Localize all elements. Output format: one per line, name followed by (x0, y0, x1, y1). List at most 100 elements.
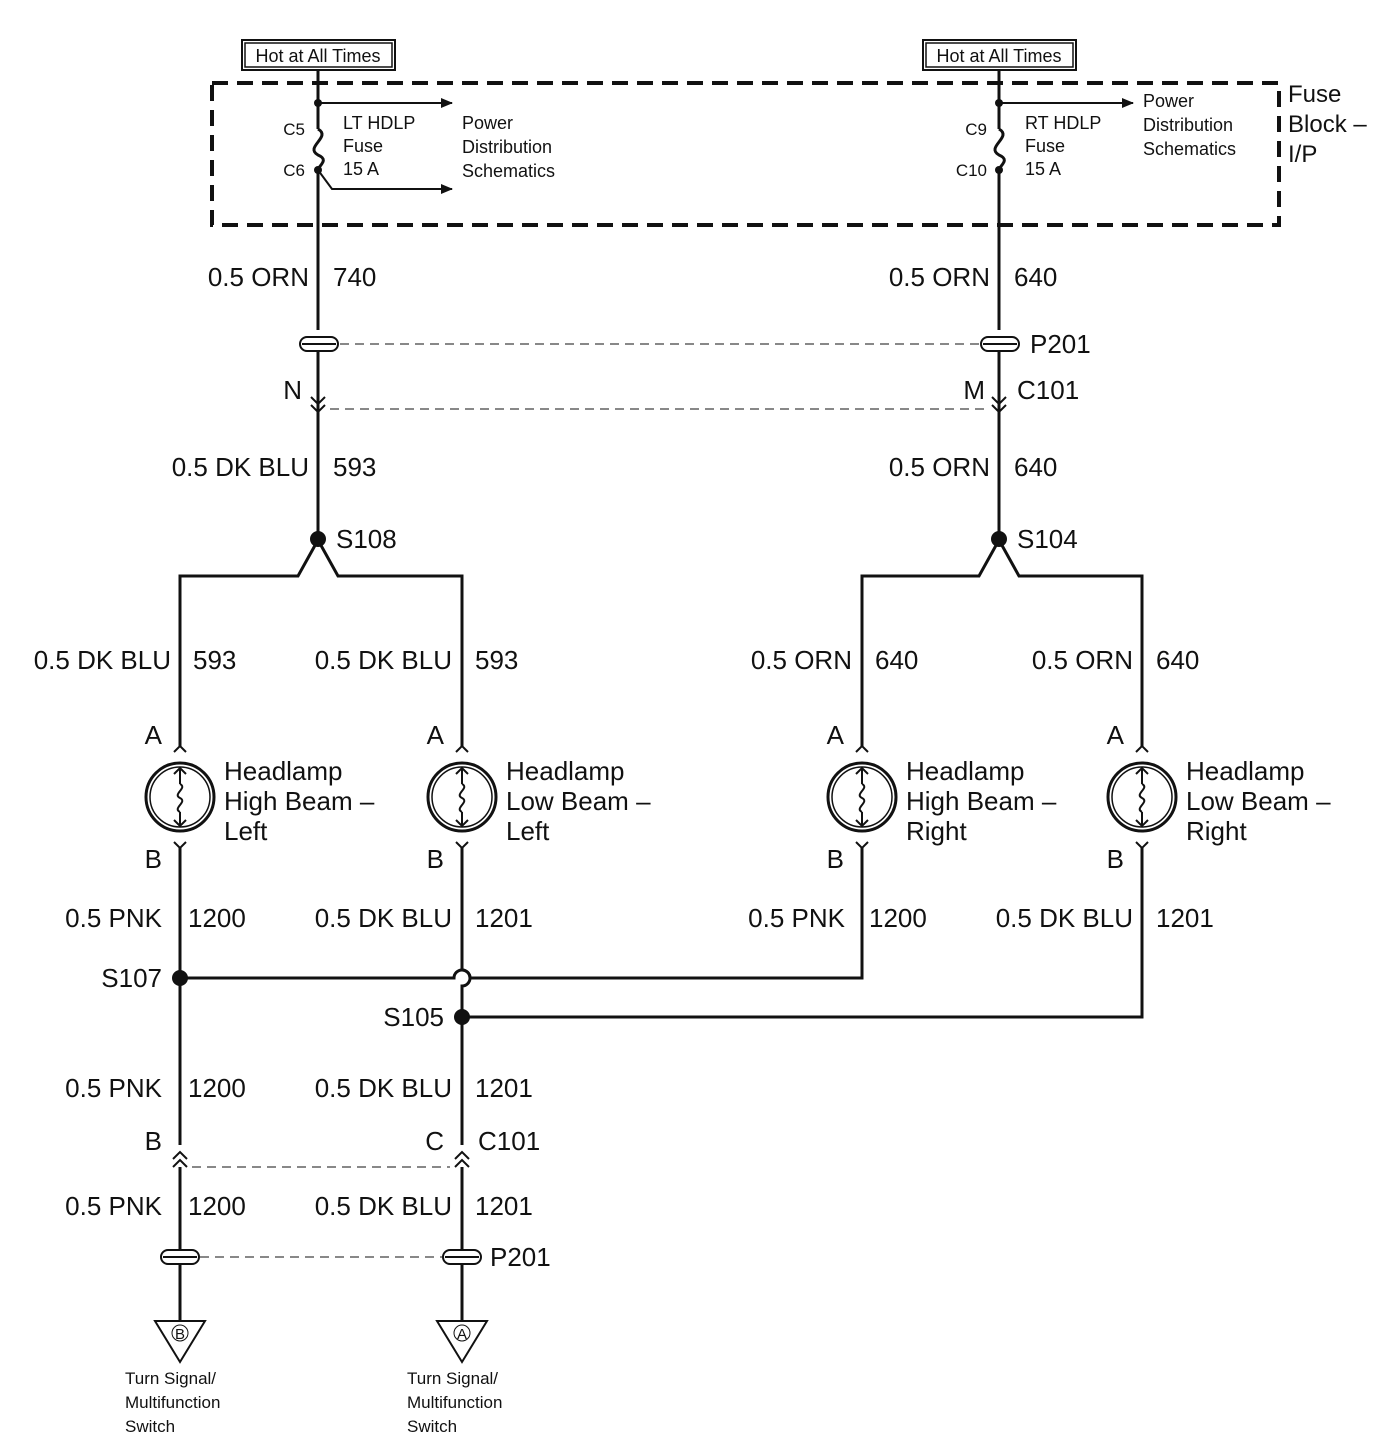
lamp-lb-left-pin-b: B (427, 844, 444, 874)
splice-s105-label: S105 (383, 1002, 444, 1032)
p201-bottom-connector: P201 (160, 1242, 551, 1272)
right-fuse-rating: 15 A (1025, 159, 1061, 179)
headlamp-low-beam-right: A B Headlamp Low Beam – Right (1106, 720, 1331, 874)
splice-s105: S105 (383, 1002, 470, 1032)
power-dist-left-l1: Power (462, 113, 513, 133)
lamp-hb-right-pin-a: A (827, 720, 845, 750)
c101-bottom-label: C101 (478, 1126, 540, 1156)
power-dist-left-l2: Distribution (462, 137, 552, 157)
pnk-mid-gauge: 0.5 PNK (65, 1073, 162, 1103)
lamp-lb-right-pin-b: B (1107, 844, 1124, 874)
hb-right-a-gauge: 0.5 ORN (751, 645, 852, 675)
left-fuse-rating: 15 A (343, 159, 379, 179)
c101-top-pin-n: N (283, 375, 302, 405)
left-fuse-name2: Fuse (343, 136, 383, 156)
switch-ref-a-l3: Switch (407, 1417, 457, 1436)
lb-left-a-gauge: 0.5 DK BLU (315, 645, 452, 675)
lamp-hb-left-label1: Headlamp (224, 756, 343, 786)
lamp-lb-left-pin-a: A (427, 720, 445, 750)
wire-640b-gauge: 0.5 ORN (889, 452, 990, 482)
hb-left-a-circuit: 593 (193, 645, 236, 675)
left-hdlp-fuse: C5 C6 LT HDLP Fuse 15 A Power Distributi… (283, 70, 555, 330)
power-dist-right-l3: Schematics (1143, 139, 1236, 159)
hb-left-a-gauge: 0.5 DK BLU (34, 645, 171, 675)
wire-593-circuit: 593 (333, 452, 376, 482)
c101-top-connector: N M C101 (283, 375, 1079, 414)
fuse-block-label-line2: Block – (1288, 111, 1367, 138)
lamp-hb-left-label3: Left (224, 816, 268, 846)
lamp-hb-right-label3: Right (906, 816, 967, 846)
pnk-low-circuit: 1200 (188, 1191, 246, 1221)
wire-640-gauge: 0.5 ORN (889, 262, 990, 292)
left-fuse-name: LT HDLP (343, 113, 415, 133)
lb-right-a-gauge: 0.5 ORN (1032, 645, 1133, 675)
switch-ref-b: B Turn Signal/ Multifunction Switch (125, 1320, 220, 1436)
hb-right-a-circuit: 640 (875, 645, 918, 675)
switch-ref-a: A Turn Signal/ Multifunction Switch (407, 1320, 502, 1436)
lamp-hb-left-label2: High Beam – (224, 786, 375, 816)
lamp-hb-left-pin-b: B (145, 844, 162, 874)
right-fuse-name: RT HDLP (1025, 113, 1101, 133)
lamp-hb-left-pin-a: A (145, 720, 163, 750)
blu-mid-circuit: 1201 (475, 1073, 533, 1103)
wire-640-circuit: 640 (1014, 262, 1057, 292)
lamp-lb-left-label2: Low Beam – (506, 786, 651, 816)
fuse-block-label-line1: Fuse (1288, 81, 1341, 108)
p201-bottom-label: P201 (490, 1242, 551, 1272)
headlamp-high-beam-right: A B Headlamp High Beam – Right (826, 720, 1057, 874)
right-fuse-name2: Fuse (1025, 136, 1065, 156)
lamp-lb-right-label3: Right (1186, 816, 1247, 846)
hb-right-b-gauge: 0.5 PNK (748, 903, 845, 933)
switch-ref-b-pin: B (175, 1326, 185, 1343)
lb-left-b-circuit: 1201 (475, 903, 533, 933)
c101-bottom-connector: B C C101 (145, 1126, 540, 1168)
right-fuse-top-pin: C9 (965, 120, 987, 139)
lamp-hb-right-pin-b: B (827, 844, 844, 874)
headlamp-low-beam-left: A B Headlamp Low Beam – Left (426, 720, 651, 874)
splice-s104-label: S104 (1017, 524, 1078, 554)
lb-right-b-circuit: 1201 (1156, 903, 1214, 933)
c101-top-pin-m: M (963, 375, 985, 405)
switch-ref-a-l2: Multifunction (407, 1393, 502, 1412)
lamp-lb-left-label3: Left (506, 816, 550, 846)
fuse-block-label: Fuse Block – I/P (1288, 81, 1367, 168)
splice-s107: S107 (101, 963, 188, 993)
blu-low-gauge: 0.5 DK BLU (315, 1191, 452, 1221)
c101-bottom-pin-b: B (145, 1126, 162, 1156)
hot-at-all-times-left: Hot at All Times (241, 39, 396, 71)
lb-right-b-gauge: 0.5 DK BLU (996, 903, 1133, 933)
hot-label-right: Hot at All Times (936, 46, 1061, 66)
power-dist-right-l2: Distribution (1143, 115, 1233, 135)
pnk-low-gauge: 0.5 PNK (65, 1191, 162, 1221)
wire-640b-circuit: 640 (1014, 452, 1057, 482)
switch-ref-a-l1: Turn Signal/ (407, 1369, 498, 1388)
power-dist-right-l1: Power (1143, 91, 1194, 111)
switch-ref-a-pin: A (457, 1326, 467, 1343)
p201-top-connector: P201 (299, 329, 1091, 359)
blu-low-circuit: 1201 (475, 1191, 533, 1221)
fuse-block-label-line3: I/P (1288, 141, 1317, 168)
splice-s104: S104 (860, 524, 1144, 747)
lb-left-a-circuit: 593 (475, 645, 518, 675)
splice-s108-label: S108 (336, 524, 397, 554)
wire-740-circuit: 740 (333, 262, 376, 292)
switch-ref-b-l1: Turn Signal/ (125, 1369, 216, 1388)
c101-top-label: C101 (1017, 375, 1079, 405)
lamp-lb-right-label1: Headlamp (1186, 756, 1305, 786)
lamp-hb-right-label2: High Beam – (906, 786, 1057, 816)
hot-label-left: Hot at All Times (255, 46, 380, 66)
lamp-lb-right-label2: Low Beam – (1186, 786, 1331, 816)
left-fuse-bottom-pin: C6 (283, 161, 305, 180)
lamp-lb-right-pin-a: A (1107, 720, 1125, 750)
hb-left-b-circuit: 1200 (188, 903, 246, 933)
switch-ref-b-l3: Switch (125, 1417, 175, 1436)
power-dist-left-l3: Schematics (462, 161, 555, 181)
fuse-block-outline (210, 81, 1281, 227)
blu-mid-gauge: 0.5 DK BLU (315, 1073, 452, 1103)
switch-ref-b-l2: Multifunction (125, 1393, 220, 1412)
hb-left-b-gauge: 0.5 PNK (65, 903, 162, 933)
headlamp-high-beam-left: A B Headlamp High Beam – Left (144, 720, 375, 874)
right-fuse-bottom-pin: C10 (956, 161, 987, 180)
lamp-lb-left-label1: Headlamp (506, 756, 625, 786)
